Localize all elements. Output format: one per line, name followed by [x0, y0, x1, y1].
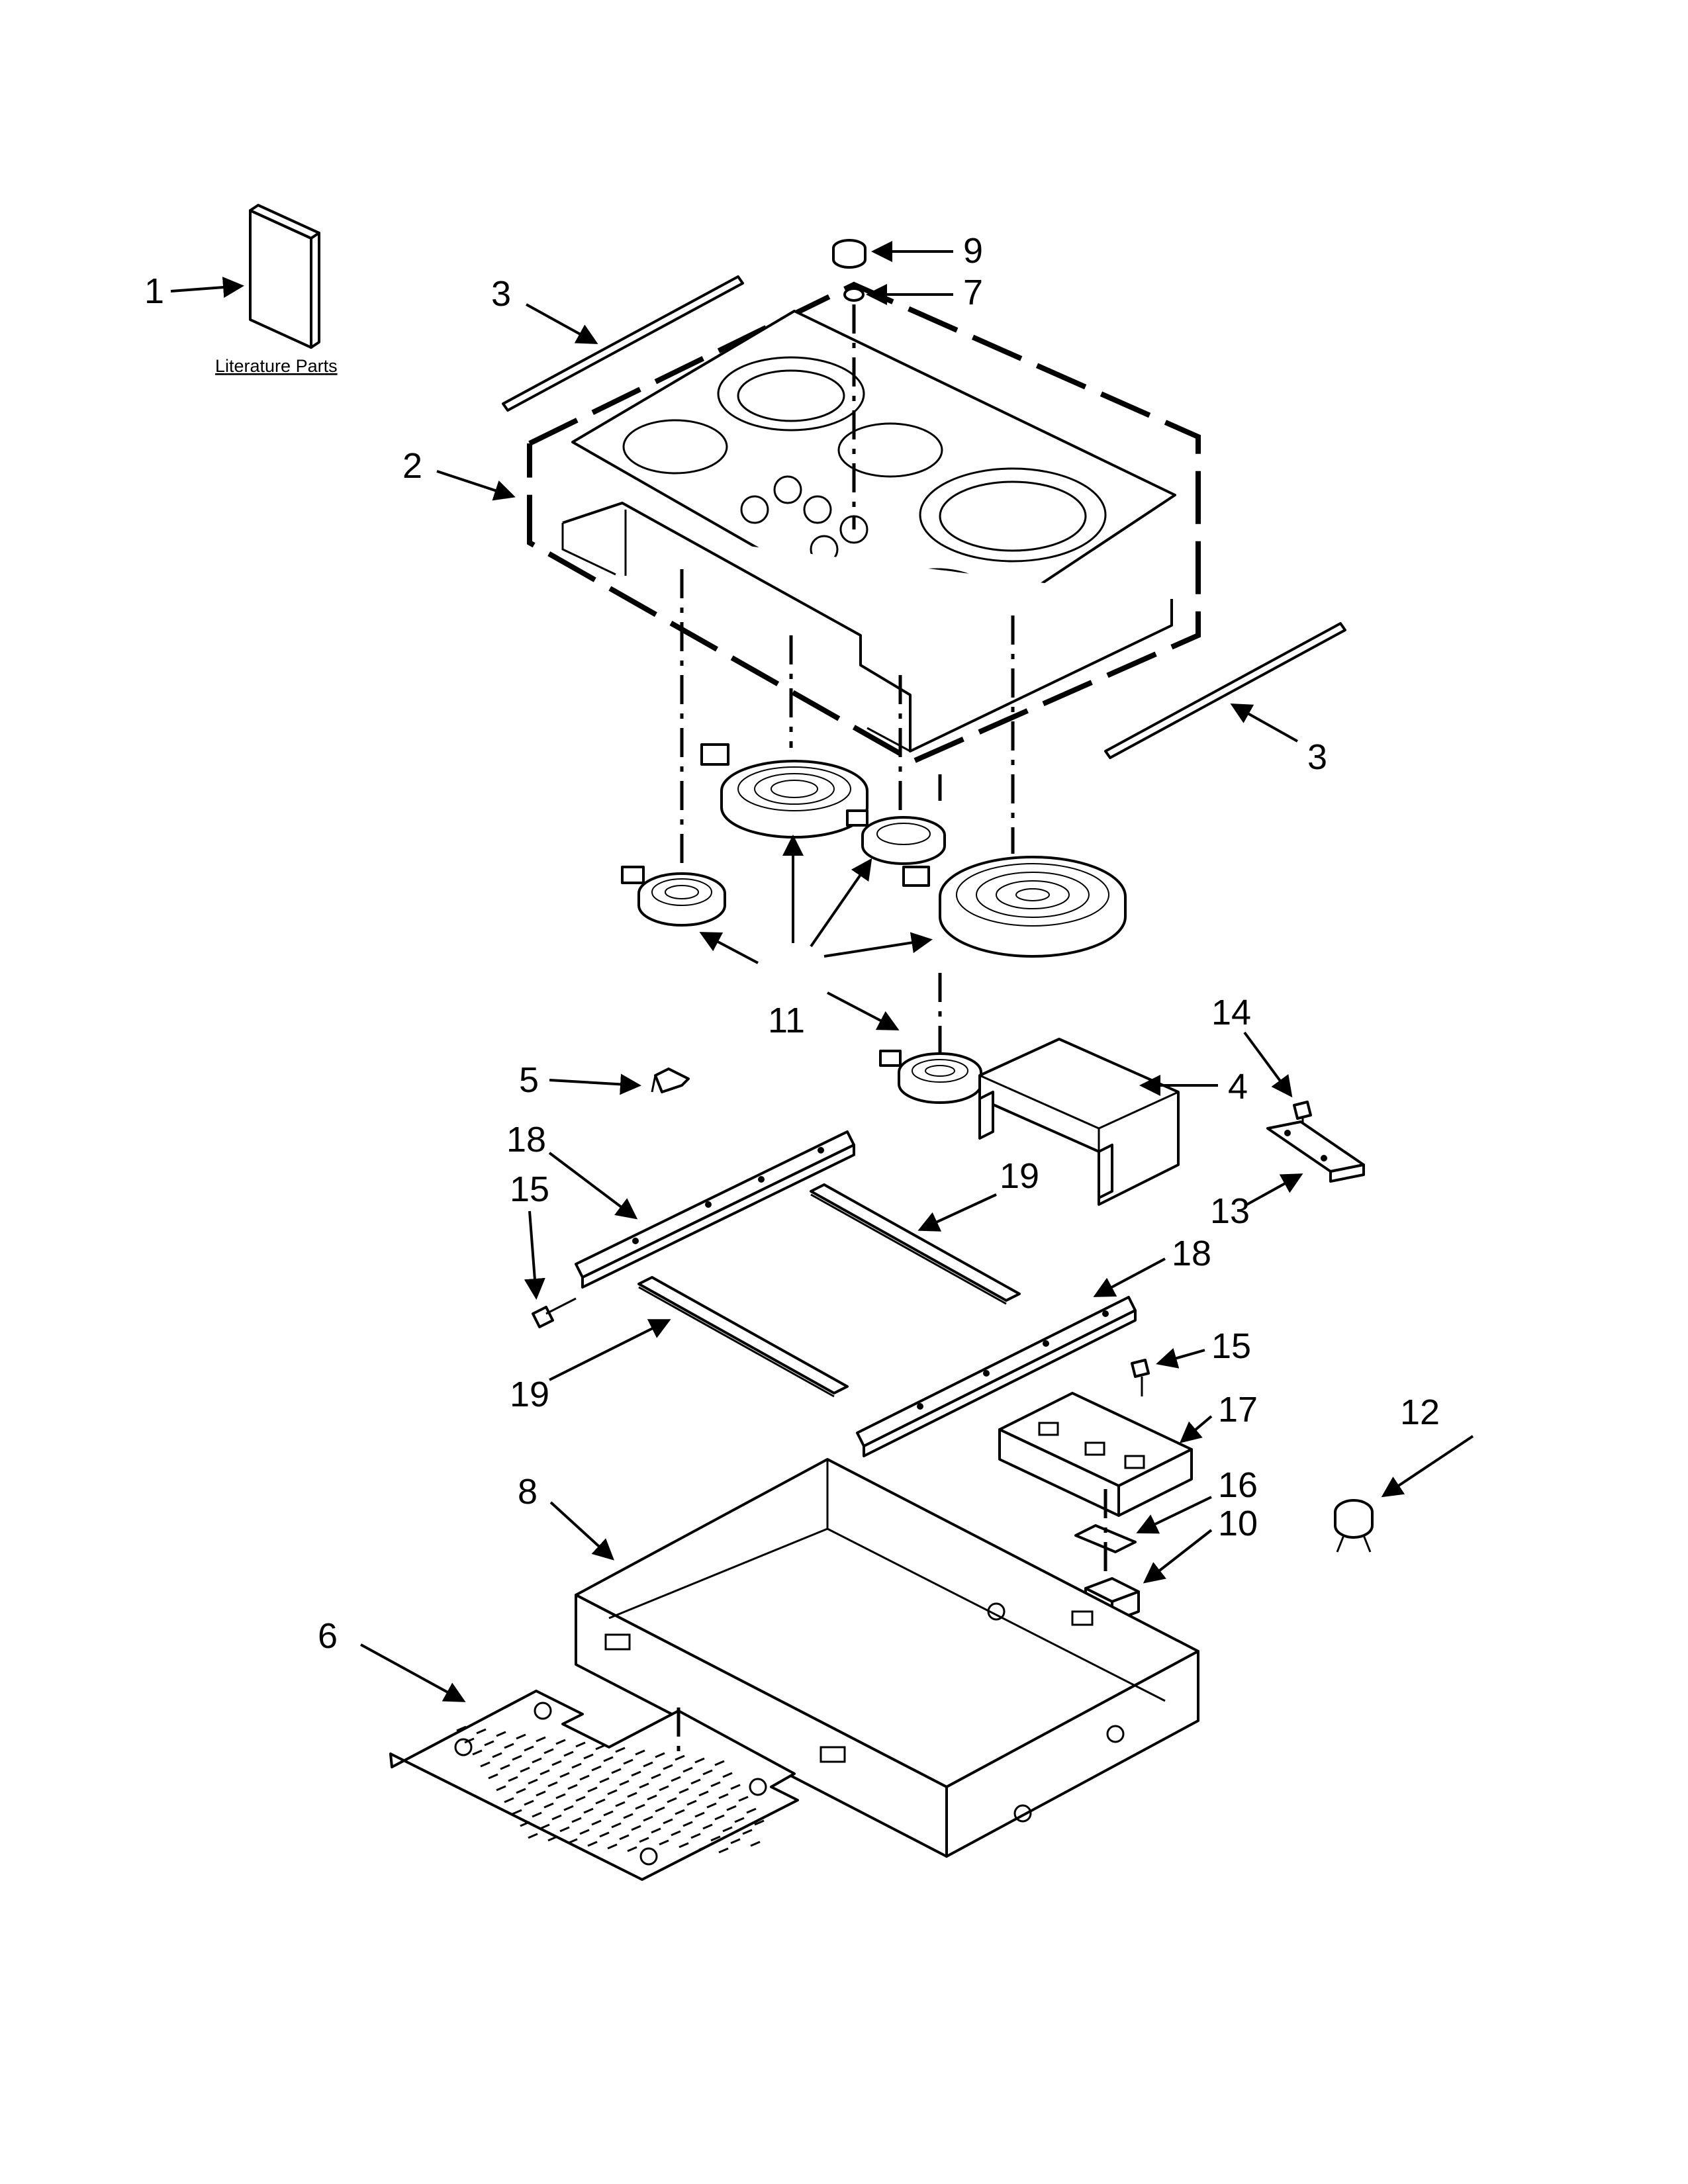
callout-19-lower: 19	[510, 1375, 549, 1414]
literature-parts-book[interactable]	[249, 204, 320, 349]
terminal-box-bracket[interactable]	[998, 1392, 1193, 1517]
base-pan[interactable]	[575, 1458, 1199, 1858]
support-rail-upper[interactable]	[575, 1130, 855, 1289]
clip-part[interactable]	[651, 1068, 690, 1093]
callout-18-lower: 18	[1172, 1234, 1211, 1273]
thermal-limiter[interactable]	[1334, 1499, 1374, 1553]
radiant-element-small-center[interactable]	[846, 809, 946, 865]
callout-7: 7	[963, 273, 983, 312]
channel-lower[interactable]	[637, 1276, 849, 1398]
callout-14: 14	[1211, 993, 1251, 1032]
literature-parts-label: Literature Parts	[215, 356, 338, 376]
callout-16: 16	[1218, 1465, 1258, 1505]
callout-3-lower: 3	[1307, 737, 1327, 777]
radiant-element-large-left[interactable]	[700, 743, 868, 839]
perforated-bottom-plate[interactable]	[389, 1690, 799, 1881]
callout-11: 11	[768, 1001, 805, 1040]
terminal-plate[interactable]	[1074, 1524, 1137, 1553]
callout-19-upper: 19	[1000, 1156, 1039, 1196]
mounting-bracket-box[interactable]	[978, 1038, 1180, 1206]
trim-strip-upper[interactable]	[502, 275, 744, 412]
radiant-element-small-bottom[interactable]	[879, 1050, 982, 1104]
cooktop-assembly[interactable]	[527, 281, 1201, 764]
callout-6: 6	[318, 1616, 338, 1656]
callout-9: 9	[963, 231, 983, 271]
radiant-element-large-right[interactable]	[902, 856, 1127, 958]
trim-strip-lower[interactable]	[1104, 622, 1346, 759]
callout-4: 4	[1228, 1067, 1248, 1107]
callout-8: 8	[518, 1472, 538, 1512]
callout-10: 10	[1218, 1504, 1258, 1543]
callout-15-left: 15	[510, 1169, 549, 1209]
channel-upper[interactable]	[810, 1183, 1021, 1305]
callout-18-upper: 18	[506, 1120, 546, 1160]
knob-washer[interactable]	[843, 287, 865, 302]
screw-left[interactable]	[532, 1297, 577, 1328]
callout-17: 17	[1218, 1390, 1258, 1430]
callout-5: 5	[519, 1060, 539, 1100]
callout-12: 12	[1400, 1392, 1440, 1432]
support-rail-lower[interactable]	[856, 1296, 1137, 1457]
callout-15-right: 15	[1211, 1326, 1251, 1366]
callout-1: 1	[144, 271, 164, 311]
callout-13: 13	[1210, 1191, 1250, 1231]
support-bracket-small[interactable]	[1266, 1120, 1365, 1183]
radiant-element-small-left[interactable]	[621, 866, 726, 927]
callout-3-upper: 3	[491, 274, 511, 314]
screw-right[interactable]	[1131, 1359, 1150, 1396]
callout-2: 2	[402, 446, 422, 486]
control-knob[interactable]	[832, 239, 867, 269]
